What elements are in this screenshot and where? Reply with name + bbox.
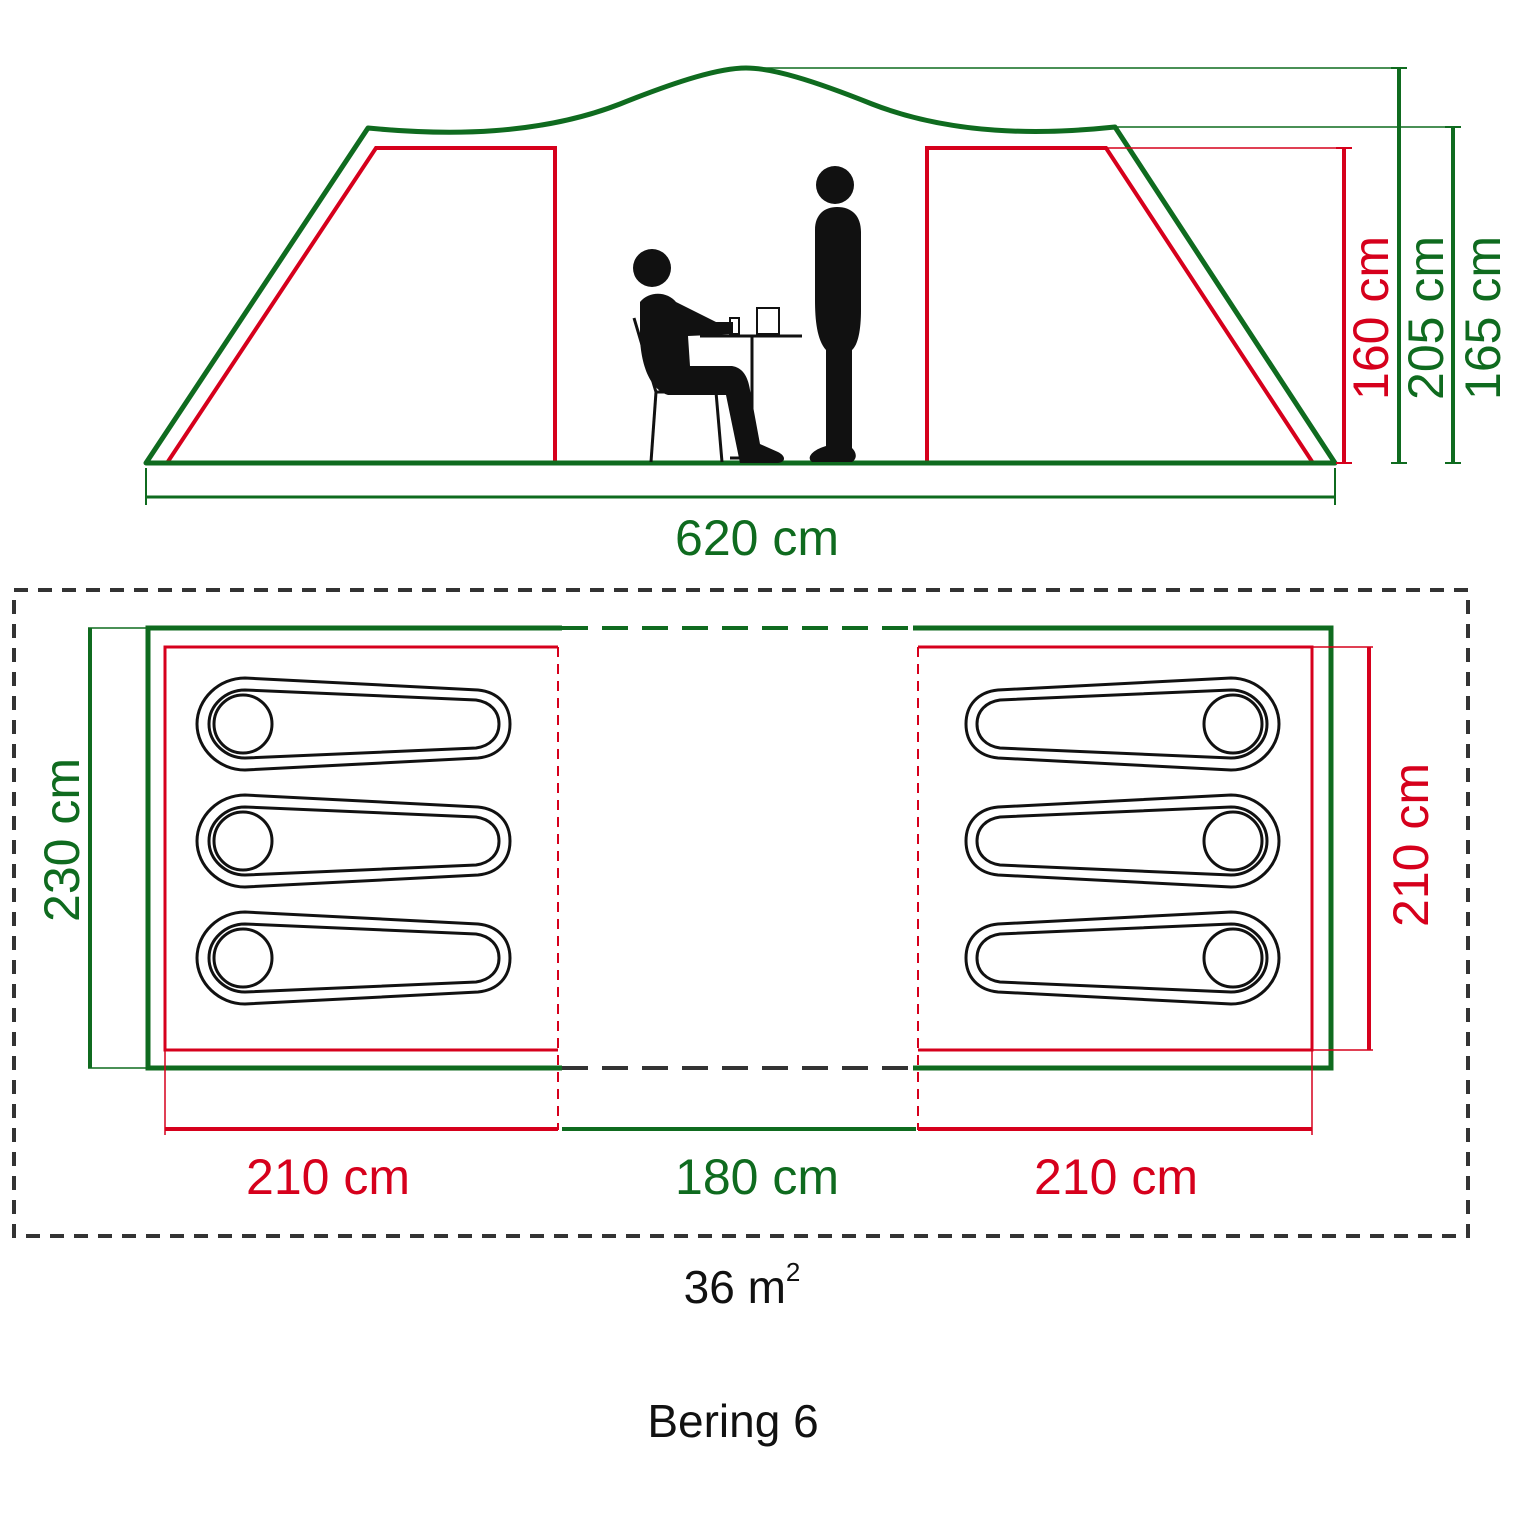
right-cabin-label: 210 cm <box>1034 1149 1198 1205</box>
sleeping-bag-icon <box>195 676 512 772</box>
tent-plan-outline <box>145 625 1334 1071</box>
sleeping-bag-icon <box>195 910 512 1006</box>
sleeping-bags-right <box>964 676 1281 1006</box>
floor-plan: 230 cm 210 cm 210 cm 180 cm 210 cm 36 m2 <box>12 588 1470 1313</box>
peak-height-label: 205 cm <box>1398 236 1454 400</box>
sleeping-bag-icon <box>195 793 512 889</box>
seated-person-icon <box>632 249 802 463</box>
center-label: 180 cm <box>675 1149 839 1205</box>
left-cabin-label: 210 cm <box>246 1149 410 1205</box>
side-view: 620 cm 160 cm 205 cm 165 cm <box>143 65 1511 566</box>
inner-height-label: 160 cm <box>1343 236 1399 400</box>
sleeping-bag-icon <box>964 910 1281 1006</box>
left-inner-cabin <box>165 146 557 465</box>
standing-person-icon <box>809 166 861 462</box>
side-height-label: 165 cm <box>1455 236 1511 400</box>
sleeping-bag-icon <box>964 676 1281 772</box>
area-label: 36 m2 <box>684 1257 801 1313</box>
footprint-dashed-outline <box>12 588 1470 1238</box>
width-label: 230 cm <box>34 758 90 922</box>
right-cabin-plan <box>918 645 1314 1052</box>
product-name: Bering 6 <box>647 1395 818 1447</box>
left-cabin-plan <box>163 645 558 1052</box>
length-label: 620 cm <box>675 510 839 566</box>
right-inner-cabin <box>925 146 1315 465</box>
sleeping-bag-icon <box>964 793 1281 889</box>
cabin-depth-label: 210 cm <box>1383 763 1439 927</box>
sleeping-bags-left <box>195 676 512 1006</box>
